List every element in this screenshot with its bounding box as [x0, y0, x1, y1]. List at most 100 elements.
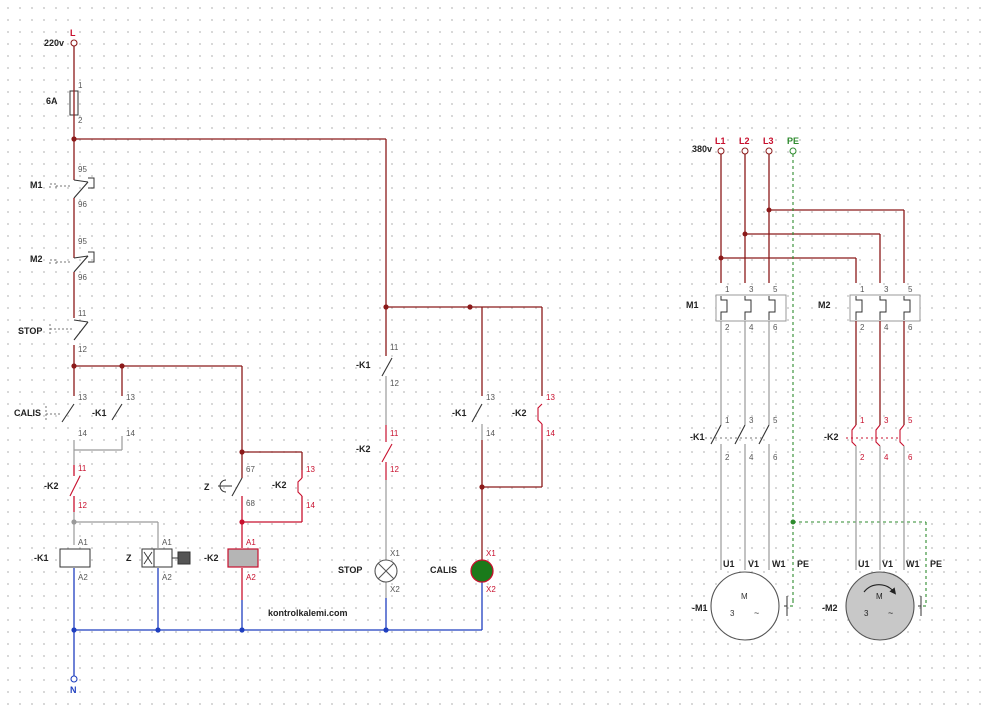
svg-text:12: 12 [390, 465, 399, 474]
svg-text:4: 4 [884, 323, 889, 332]
svg-text:5: 5 [908, 285, 913, 294]
svg-text:U1: U1 [723, 559, 735, 569]
timer-contact: Z 67 68 [204, 465, 255, 508]
svg-text:12: 12 [390, 379, 399, 388]
svg-text:96: 96 [78, 273, 87, 282]
svg-text:1: 1 [725, 285, 730, 294]
power-supply-terminals: 380v L1 L2 L3 PE [692, 136, 799, 155]
svg-text:-K1: -K1 [92, 408, 107, 418]
svg-text:6A: 6A [46, 96, 58, 106]
svg-text:-K1: -K1 [356, 360, 371, 370]
svg-text:5: 5 [773, 285, 778, 294]
svg-text:V1: V1 [748, 559, 759, 569]
k2-power-contactor: -K2 1 3 5 2 4 6 [824, 416, 913, 462]
fuse-6a: 1 6A 2 [46, 80, 83, 126]
k2-to-m2-wires [855, 446, 905, 570]
svg-text:-K2: -K2 [204, 553, 219, 563]
svg-text:M: M [741, 592, 748, 601]
control-wires-line [73, 46, 543, 560]
svg-text:3: 3 [864, 609, 869, 618]
svg-text:2: 2 [78, 116, 83, 125]
svg-text:M2: M2 [818, 300, 831, 310]
svg-text:CALIS: CALIS [430, 565, 457, 575]
svg-text:A1: A1 [162, 538, 172, 547]
svg-text:1: 1 [78, 81, 83, 90]
svg-text:6: 6 [908, 323, 913, 332]
run-indicator-lamp: CALIS X1 X2 [430, 549, 496, 594]
svg-text:11: 11 [390, 343, 399, 352]
timer-coil: Z A1 A2 [126, 538, 191, 582]
pe-junction [790, 519, 796, 525]
svg-text:-K2: -K2 [824, 432, 839, 442]
svg-text:14: 14 [306, 501, 315, 510]
svg-text:N: N [70, 685, 77, 695]
svg-text:W1: W1 [772, 559, 786, 569]
svg-text:4: 4 [884, 453, 889, 462]
svg-text:1: 1 [860, 416, 865, 425]
motor-m1: -M1 U1 V1 W1 PE M 3 ~ [692, 559, 809, 641]
svg-text:68: 68 [246, 499, 255, 508]
k2-coil: -K2 A1 A2 [204, 538, 259, 582]
k1-coil: -K1 A1 A2 [34, 538, 91, 582]
svg-text:11: 11 [78, 464, 87, 473]
svg-text:M2: M2 [30, 254, 43, 264]
k1-to-m1-wires [720, 444, 770, 570]
svg-text:2: 2 [860, 453, 865, 462]
svg-text:2: 2 [860, 323, 865, 332]
svg-text:5: 5 [908, 416, 913, 425]
stop-branch-k2-contact: -K2 11 12 [356, 425, 399, 480]
svg-text:STOP: STOP [18, 326, 42, 336]
svg-text:11: 11 [390, 429, 399, 438]
svg-text:96: 96 [78, 200, 87, 209]
svg-text:W1: W1 [906, 559, 920, 569]
svg-text:67: 67 [246, 465, 255, 474]
supply-terminal: L 220v [44, 28, 78, 48]
svg-text:3: 3 [884, 285, 889, 294]
svg-text:3: 3 [749, 285, 754, 294]
run-branch-k1-contact: -K1 13 14 [452, 393, 495, 440]
k1-power-contactor: -K1 1 3 5 2 4 6 [690, 416, 778, 462]
motor-m2: -M2 U1 V1 W1 PE M 3 ~ [822, 559, 942, 641]
svg-text:4: 4 [749, 453, 754, 462]
svg-text:12: 12 [78, 345, 87, 354]
m1-thermal-relay: M1 1 3 5 2 4 6 [686, 285, 787, 332]
svg-text:13: 13 [126, 393, 135, 402]
svg-text:13: 13 [78, 393, 87, 402]
svg-text:PE: PE [930, 559, 942, 569]
watermark-text: kontrolkalemi.com [268, 608, 348, 618]
svg-text:2: 2 [725, 323, 730, 332]
svg-text:6: 6 [908, 453, 913, 462]
svg-text:380v: 380v [692, 144, 712, 154]
svg-text:A1: A1 [246, 538, 256, 547]
svg-text:M1: M1 [30, 180, 43, 190]
start-pushbutton: CALIS 13 14 [14, 393, 87, 438]
power-junction-dots [718, 207, 772, 261]
svg-text:4: 4 [749, 323, 754, 332]
svg-text:-K1: -K1 [690, 432, 705, 442]
svg-text:13: 13 [546, 393, 555, 402]
svg-text:3: 3 [730, 609, 735, 618]
svg-text:V1: V1 [882, 559, 893, 569]
svg-text:2: 2 [725, 453, 730, 462]
svg-text:-M1: -M1 [692, 603, 708, 613]
m1-overload-contact: M1 95 96 [30, 165, 95, 210]
svg-text:L: L [70, 28, 76, 38]
svg-text:-K2: -K2 [44, 481, 59, 491]
svg-text:A2: A2 [162, 573, 172, 582]
k2-holding-contact: -K2 13 14 [272, 465, 315, 510]
svg-text:13: 13 [486, 393, 495, 402]
svg-text:14: 14 [486, 429, 495, 438]
svg-text:1: 1 [860, 285, 865, 294]
m2-overload-contact: M2 95 96 [30, 237, 95, 288]
pe-wire [792, 154, 927, 606]
neutral-terminal: N [70, 675, 78, 695]
neutral-wires [73, 568, 483, 676]
svg-text:~: ~ [754, 608, 759, 618]
stop-indicator-lamp: STOP X1 X2 [338, 549, 400, 594]
power-wires-line [720, 154, 905, 283]
svg-text:A2: A2 [78, 573, 88, 582]
svg-text:3: 3 [749, 416, 754, 425]
svg-text:L2: L2 [739, 136, 750, 146]
svg-text:PE: PE [797, 559, 809, 569]
